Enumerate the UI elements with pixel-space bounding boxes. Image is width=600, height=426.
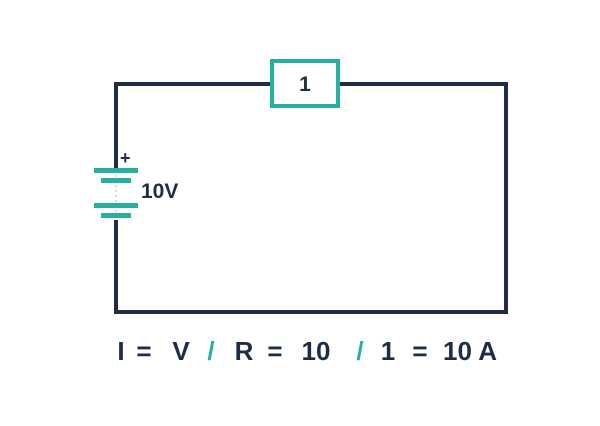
battery-plate-2-short — [101, 213, 131, 218]
equation-token: I — [117, 336, 124, 366]
resistor-box — [270, 59, 340, 108]
battery-voltage-label: 10V — [141, 180, 178, 203]
equation-divide-slash: / — [207, 336, 214, 366]
equation-token: 1 — [381, 336, 395, 366]
equation-token: 10 A — [443, 336, 497, 366]
battery-plate-2-long — [94, 203, 138, 208]
equation-token: V — [172, 336, 190, 366]
equation-divide-slash: / — [356, 336, 363, 366]
equation-token: 10 — [302, 336, 331, 366]
equation-token: = — [136, 336, 151, 366]
resistor-label: 1 — [299, 73, 311, 96]
circuit-wires — [114, 82, 508, 314]
battery-plus-sign: + — [120, 148, 131, 168]
battery-plate-1-short — [101, 178, 131, 183]
equation-token: R — [235, 336, 254, 366]
equation-token: = — [412, 336, 427, 366]
battery-plate-1-long — [94, 168, 138, 173]
battery-symbol — [94, 168, 138, 218]
ohms-law-equation: I = V / R = 10 / 1 = 10 A — [117, 336, 497, 366]
equation-token: = — [267, 336, 282, 366]
